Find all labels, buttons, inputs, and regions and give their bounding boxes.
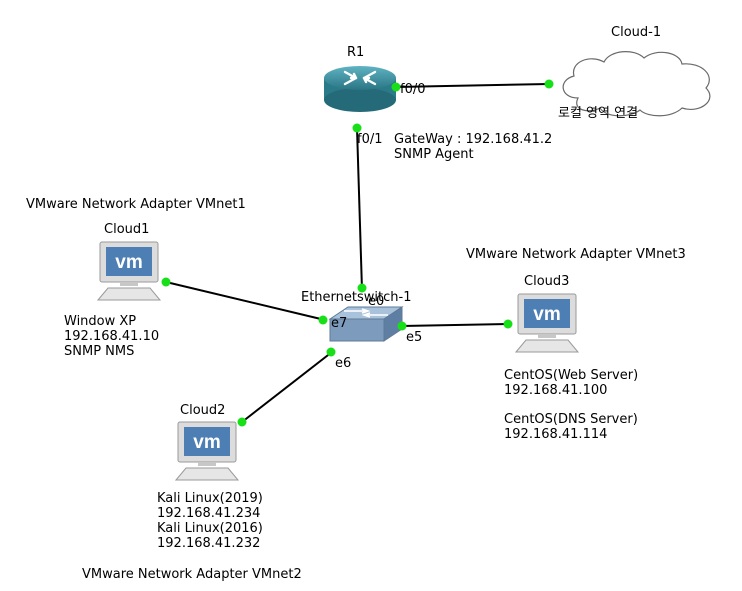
switch-icon[interactable]: [326, 305, 404, 349]
port-label: e7: [331, 316, 348, 331]
port-dot[interactable]: [161, 277, 171, 287]
port-label: f0/0: [400, 82, 426, 97]
cloud1-label: Cloud1: [104, 222, 150, 237]
port-dot[interactable]: [318, 315, 328, 325]
vm-badge: vm: [115, 252, 142, 273]
kali-note: Kali Linux(2019) 192.168.41.234 Kali Lin…: [157, 491, 263, 551]
cloud-caption: 로컬 영역 연결: [558, 106, 639, 121]
vm-workstation-icon[interactable]: vm: [94, 240, 164, 304]
port-dot[interactable]: [544, 79, 554, 89]
port-dot[interactable]: [326, 347, 336, 357]
port-dot[interactable]: [503, 319, 513, 329]
router-note: GateWay : 192.168.41.2 SNMP Agent: [394, 132, 552, 162]
router-icon[interactable]: [323, 64, 397, 114]
note-line: CentOS(DNS Server): [504, 412, 638, 427]
link-r1-cloud-1[interactable]: [395, 83, 550, 88]
cloud-icon[interactable]: [556, 46, 718, 118]
port-dot[interactable]: [352, 123, 362, 133]
port-label: f0/1: [357, 132, 383, 147]
cloud2-label: Cloud2: [180, 403, 226, 418]
note-line: 192.168.41.234: [157, 506, 261, 521]
note-line: Kali Linux(2016): [157, 521, 263, 536]
note-line: GateWay : 192.168.41.2: [394, 132, 553, 147]
vm-badge: vm: [193, 432, 220, 453]
port-label: e0: [368, 294, 385, 309]
note-line: Window XP: [64, 314, 137, 329]
vmnet1-note: VMware Network Adapter VMnet1: [26, 197, 246, 212]
centos-web-note: CentOS(Web Server) 192.168.41.100: [504, 368, 638, 398]
port-dot[interactable]: [397, 321, 407, 331]
port-dot[interactable]: [237, 417, 247, 427]
port-label: e6: [335, 356, 352, 371]
windows-note: Window XP 192.168.41.10 SNMP NMS: [64, 314, 159, 359]
note-line: 192.168.41.10: [64, 329, 160, 344]
link-switch-cloud3[interactable]: [401, 323, 509, 327]
note-line: 192.168.41.100: [504, 383, 608, 398]
vm-workstation-icon[interactable]: vm: [512, 292, 582, 356]
link-cloud1-switch[interactable]: [165, 281, 326, 321]
note-line: CentOS(Web Server): [504, 368, 639, 383]
link-r1-switch[interactable]: [356, 127, 363, 291]
note-line: 192.168.41.114: [504, 427, 608, 442]
vmnet2-note: VMware Network Adapter VMnet2: [82, 567, 302, 582]
port-dot[interactable]: [391, 82, 401, 92]
cloud3-label: Cloud3: [524, 274, 570, 289]
vm-workstation-icon[interactable]: vm: [172, 420, 242, 484]
note-line: SNMP Agent: [394, 147, 474, 162]
note-line: Kali Linux(2019): [157, 491, 263, 506]
vm-badge: vm: [533, 304, 560, 325]
cloud-label: Cloud-1: [611, 25, 662, 40]
port-dot[interactable]: [357, 283, 367, 293]
port-label: e5: [406, 330, 423, 345]
note-line: 192.168.41.232: [157, 536, 261, 551]
vmnet3-note: VMware Network Adapter VMnet3: [466, 247, 686, 262]
switch-label: Ethernetswitch-1: [301, 290, 412, 305]
link-switch-cloud2[interactable]: [241, 351, 333, 423]
note-line: SNMP NMS: [64, 344, 135, 359]
router-label: R1: [347, 45, 365, 60]
centos-dns-note: CentOS(DNS Server) 192.168.41.114: [504, 412, 638, 442]
